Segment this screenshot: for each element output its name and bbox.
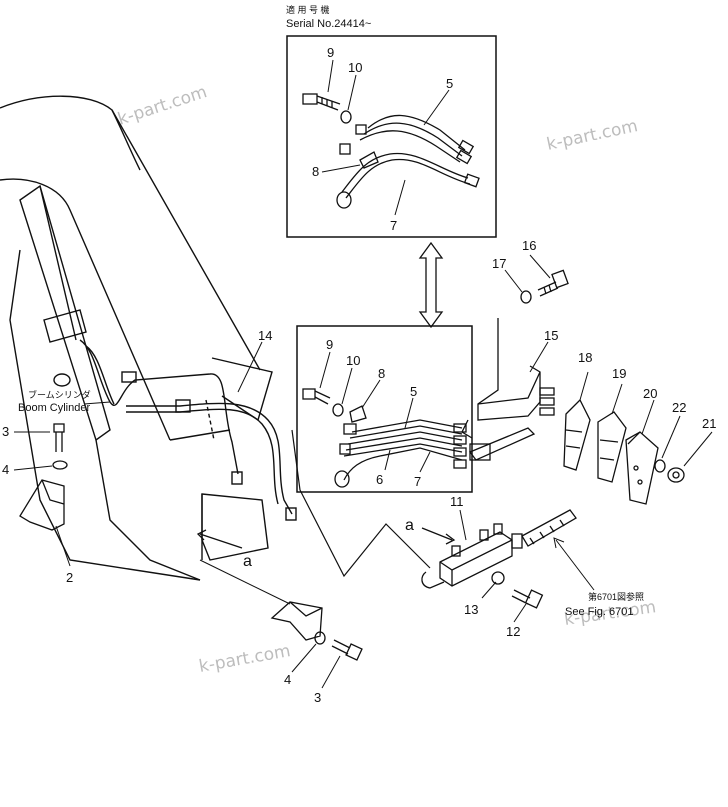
change-arrow-icon: [418, 241, 444, 329]
view-marker-a: a: [405, 517, 414, 534]
callout-13: 13: [464, 602, 478, 617]
callout-7: 7: [390, 218, 397, 233]
boom-cylinder-leader: [83, 401, 111, 405]
callout-19: 19: [612, 366, 626, 381]
serial-detail-box: [286, 35, 497, 238]
callout-8: 8: [378, 366, 385, 381]
upper-box-leaders: [321, 59, 450, 216]
bracket-15: [461, 318, 555, 461]
view-a-marker-right: [421, 527, 456, 545]
upper-box-parts: [302, 93, 480, 209]
leader-14: [237, 341, 263, 393]
callout-6: 6: [376, 472, 383, 487]
lower-box-leaders: [319, 351, 431, 473]
callout-4: 4: [284, 672, 291, 687]
valve-block-11: [421, 509, 577, 609]
detail-zigzag-line: [291, 429, 431, 578]
callout-8: 8: [312, 164, 319, 179]
bolt-16: [520, 269, 569, 304]
leader-16: [529, 254, 551, 279]
boom-cylinder-label-jp: ブームシリンダ: [28, 389, 91, 400]
leader-3-bottom: [321, 655, 341, 689]
watermarks: k-part.com k-part.com k-part.com k-part.…: [115, 82, 657, 677]
callout-10: 10: [346, 353, 360, 368]
bottom-bracket-parts: [199, 559, 363, 661]
serial-number-label: Serial No.24414~: [286, 18, 371, 30]
see-fig-label: See Fig. 6701: [565, 606, 634, 618]
leader-4-left: [13, 465, 53, 471]
watermark: k-part.com: [115, 82, 209, 130]
callout-9: 9: [326, 337, 333, 352]
leader-4-bottom: [291, 643, 317, 673]
callout-10: 10: [348, 60, 362, 75]
left-mount-parts: [19, 423, 68, 531]
boom-cylinder-label: Boom Cylinder: [18, 402, 90, 414]
callout-11: 11: [450, 494, 464, 509]
callout-15: 15: [544, 328, 558, 343]
view-marker-a: a: [243, 553, 252, 570]
clamp-leaders: [579, 371, 713, 467]
clamp-parts: [563, 398, 685, 505]
callout-12: 12: [506, 624, 520, 639]
callout-3: 3: [314, 690, 321, 705]
serial-title-jp: 適 用 号 機: [286, 4, 330, 15]
callout-5: 5: [410, 384, 417, 399]
standard-detail-box: [296, 325, 473, 493]
leader-12: [513, 603, 527, 623]
callout-2: 2: [66, 570, 73, 585]
lower-box-parts: [302, 388, 467, 488]
view-a-marker-left: [196, 529, 243, 549]
callout-4: 4: [2, 462, 9, 477]
watermark: k-part.com: [197, 641, 292, 677]
watermark: k-part.com: [545, 116, 640, 155]
callout-9: 9: [327, 45, 334, 60]
boom-assembly: [0, 95, 297, 581]
see-fig-label-jp: 第6701図参照: [588, 591, 644, 602]
leader-13: [481, 581, 497, 599]
callout-18: 18: [578, 350, 592, 365]
callout-20: 20: [643, 386, 657, 401]
leader-11: [459, 509, 467, 541]
callout-3: 3: [2, 424, 9, 439]
callout-16: 16: [522, 238, 536, 253]
callout-14: 14: [258, 328, 272, 343]
leader-17: [504, 269, 523, 293]
callout-22: 22: [672, 400, 686, 415]
see-fig-arrow: [553, 537, 595, 591]
leader-15: [529, 341, 549, 373]
callout-7: 7: [414, 474, 421, 489]
leader-2: [55, 525, 71, 567]
callout-5: 5: [446, 76, 453, 91]
callout-21: 21: [702, 416, 716, 431]
callout-17: 17: [492, 256, 506, 271]
